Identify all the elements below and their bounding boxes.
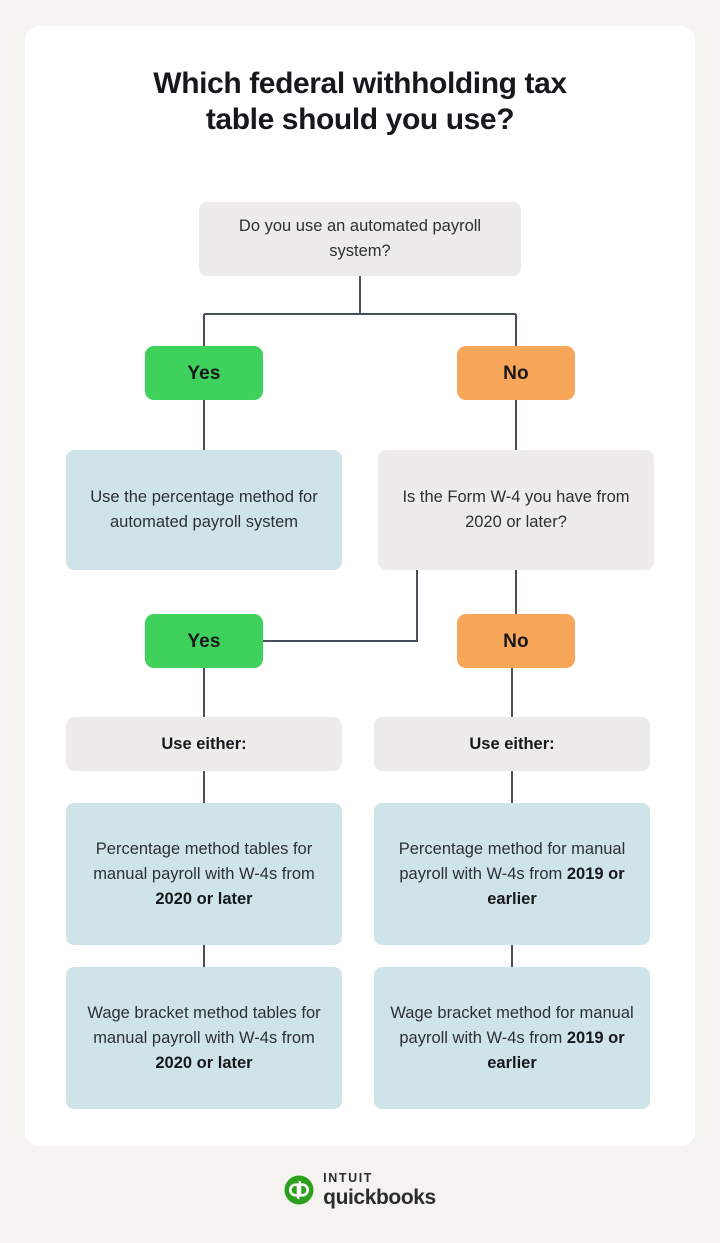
- result-percentage-method-manual-2019: Percentage method for manual payroll wit…: [374, 803, 650, 945]
- page-title-line-2: table should you use?: [205, 103, 515, 136]
- result-wage-bracket-method-manual-2019-bold: 2019 or earlier: [487, 1028, 625, 1072]
- question-automated-payroll: Do you use an automated payroll system?: [199, 202, 521, 276]
- result-wage-bracket-method-manual-2020-bold: 2020 or later: [155, 1053, 253, 1072]
- answer-no-automated-payroll[interactable]: No: [457, 346, 575, 400]
- result-wage-bracket-method-manual-2019: Wage bracket method for manual payroll w…: [374, 967, 650, 1109]
- answer-yes-automated-payroll[interactable]: Yes: [145, 346, 263, 400]
- result-wage-bracket-method-manual-2019-text: Wage bracket method for manual payroll w…: [388, 1001, 636, 1076]
- logo-wordmark: INTUIT quickbooks: [323, 1172, 436, 1208]
- use-either-header-left: Use either:: [66, 717, 342, 771]
- answer-yes-automated-payroll-label: Yes: [187, 362, 221, 384]
- result-wage-bracket-method-manual-2020: Wage bracket method tables for manual pa…: [66, 967, 342, 1109]
- answer-no-form-w4-year[interactable]: No: [457, 614, 575, 668]
- result-percentage-method-manual-2020-normal: Percentage method tables for manual payr…: [93, 839, 315, 883]
- result-percentage-method-manual-2019-bold: 2019 or earlier: [487, 864, 625, 908]
- use-either-header-right: Use either:: [374, 717, 650, 771]
- result-percentage-method-manual-2019-text: Percentage method for manual payroll wit…: [388, 837, 636, 912]
- result-percentage-method-manual-2019-normal: Percentage method for manual payroll wit…: [398, 839, 626, 883]
- result-percentage-method-manual-2020-bold: 2020 or later: [155, 889, 253, 908]
- question-automated-payroll-text: Do you use an automated payroll system?: [238, 217, 482, 260]
- result-percentage-method-automated: Use the percentage method for automated …: [66, 450, 342, 570]
- answer-no-automated-payroll-label: No: [503, 362, 529, 384]
- logo-quickbooks-text: quickbooks: [323, 1185, 436, 1209]
- quickbooks-qb-circle-icon: [284, 1175, 314, 1205]
- answer-no-form-w4-year-label: No: [503, 630, 529, 652]
- result-percentage-method-automated-text: Use the percentage method for automated …: [90, 488, 318, 531]
- use-either-header-right-text: Use either:: [469, 734, 555, 753]
- page-title: Which federal withholding tax table shou…: [25, 66, 695, 138]
- question-form-w4-year-text: Is the Form W-4 you have from 2020 or la…: [402, 488, 630, 531]
- intuit-quickbooks-logo: INTUIT quickbooks: [0, 1172, 720, 1208]
- result-wage-bracket-method-manual-2019-normal: Wage bracket method for manual payroll w…: [390, 1003, 634, 1047]
- result-percentage-method-manual-2020: Percentage method tables for manual payr…: [66, 803, 342, 945]
- page-title-line-1: Which federal withholding tax: [153, 67, 567, 100]
- answer-yes-form-w4-year[interactable]: Yes: [145, 614, 263, 668]
- answer-yes-form-w4-year-label: Yes: [187, 630, 221, 652]
- question-form-w4-year: Is the Form W-4 you have from 2020 or la…: [378, 450, 654, 570]
- result-percentage-method-manual-2020-text: Percentage method tables for manual payr…: [80, 837, 328, 912]
- result-wage-bracket-method-manual-2020-text: Wage bracket method tables for manual pa…: [80, 1001, 328, 1076]
- result-wage-bracket-method-manual-2020-normal: Wage bracket method tables for manual pa…: [87, 1003, 321, 1047]
- use-either-header-left-text: Use either:: [161, 734, 247, 753]
- logo-intuit-text: INTUIT: [323, 1171, 374, 1185]
